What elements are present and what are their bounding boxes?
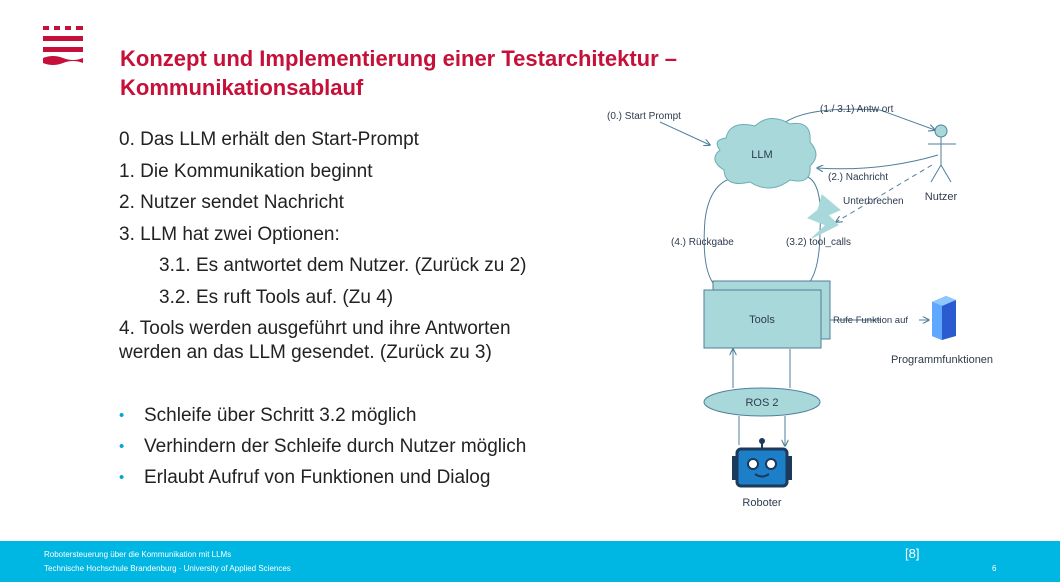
step-0: 0. Das LLM erhält den Start-Prompt — [119, 129, 419, 150]
page-number: 6 — [992, 564, 997, 573]
bullet-item: Verhindern der Schleife durch Nutzer mög… — [119, 431, 526, 462]
footer-reference: [8] — [905, 546, 920, 561]
rufe-funktion-label: Rufe Funktion auf — [833, 315, 908, 326]
rueckgabe-label: (4.) Rückgabe — [671, 237, 734, 248]
tools-label: Tools — [749, 314, 775, 326]
slide-title: Konzept und Implementierung einer Testar… — [120, 44, 677, 102]
step-1: 1. Die Kommunikation beginnt — [119, 160, 373, 182]
step-2: 2. Nutzer sendet Nachricht — [119, 192, 344, 213]
title-line-2: Kommunikationsablauf — [120, 75, 364, 100]
steps-list: 0. Das LLM erhält den Start-Prompt 1. Di… — [119, 124, 559, 365]
footer-institution: Technische Hochschule Brandenburg · Univ… — [44, 564, 291, 573]
bullet-list: Schleife über Schritt 3.2 möglich Verhin… — [119, 400, 526, 493]
llm-label: LLM — [751, 149, 772, 161]
bullet-item: Schleife über Schritt 3.2 möglich — [119, 400, 526, 431]
llm-cloud — [714, 118, 817, 189]
ros2-label: ROS 2 — [745, 397, 778, 409]
bullet-item: Erlaubt Aufruf von Funktionen und Dialog — [119, 462, 526, 493]
step-3-1: 3.1. Es antwortet dem Nutzer. (Zurück zu… — [159, 255, 527, 276]
user-actor-icon — [928, 124, 956, 183]
tools-box — [703, 289, 822, 349]
nutzer-label: Nutzer — [925, 191, 958, 203]
programmfunktionen-label: Programmfunktionen — [891, 354, 993, 366]
title-line-1: Konzept und Implementierung einer Testar… — [120, 46, 678, 71]
step-4: 4. Tools werden ausgeführt und ihre Antw… — [119, 318, 511, 363]
ros2-ellipse — [703, 387, 821, 417]
footer-presentation-title: Robotersteuerung über die Kommunikation … — [44, 550, 232, 559]
lightning-icon — [807, 194, 841, 239]
server-icon — [932, 296, 956, 340]
robot-icon — [732, 438, 792, 488]
antwort-label: (1./ 3.1) Antw ort — [820, 104, 894, 115]
nachricht-label: (2.) Nachricht — [828, 172, 888, 183]
footer-bar: Robotersteuerung über die Kommunikation … — [0, 541, 1060, 582]
unterbrechen-label: Unterbrechen — [843, 196, 904, 207]
start-prompt-label: (0.) Start Prompt — [607, 111, 681, 122]
step-3-2: 3.2. Es ruft Tools auf. (Zu 4) — [159, 286, 394, 308]
university-logo — [43, 26, 83, 65]
communication-diagram: LLM Tools ROS 2 (0.) Start Prompt (1./ 3… — [607, 104, 993, 509]
roboter-label: Roboter — [742, 497, 781, 509]
tool-calls-label: (3.2) tool_calls — [786, 237, 851, 248]
step-3: 3. LLM hat zwei Optionen: — [119, 223, 340, 245]
